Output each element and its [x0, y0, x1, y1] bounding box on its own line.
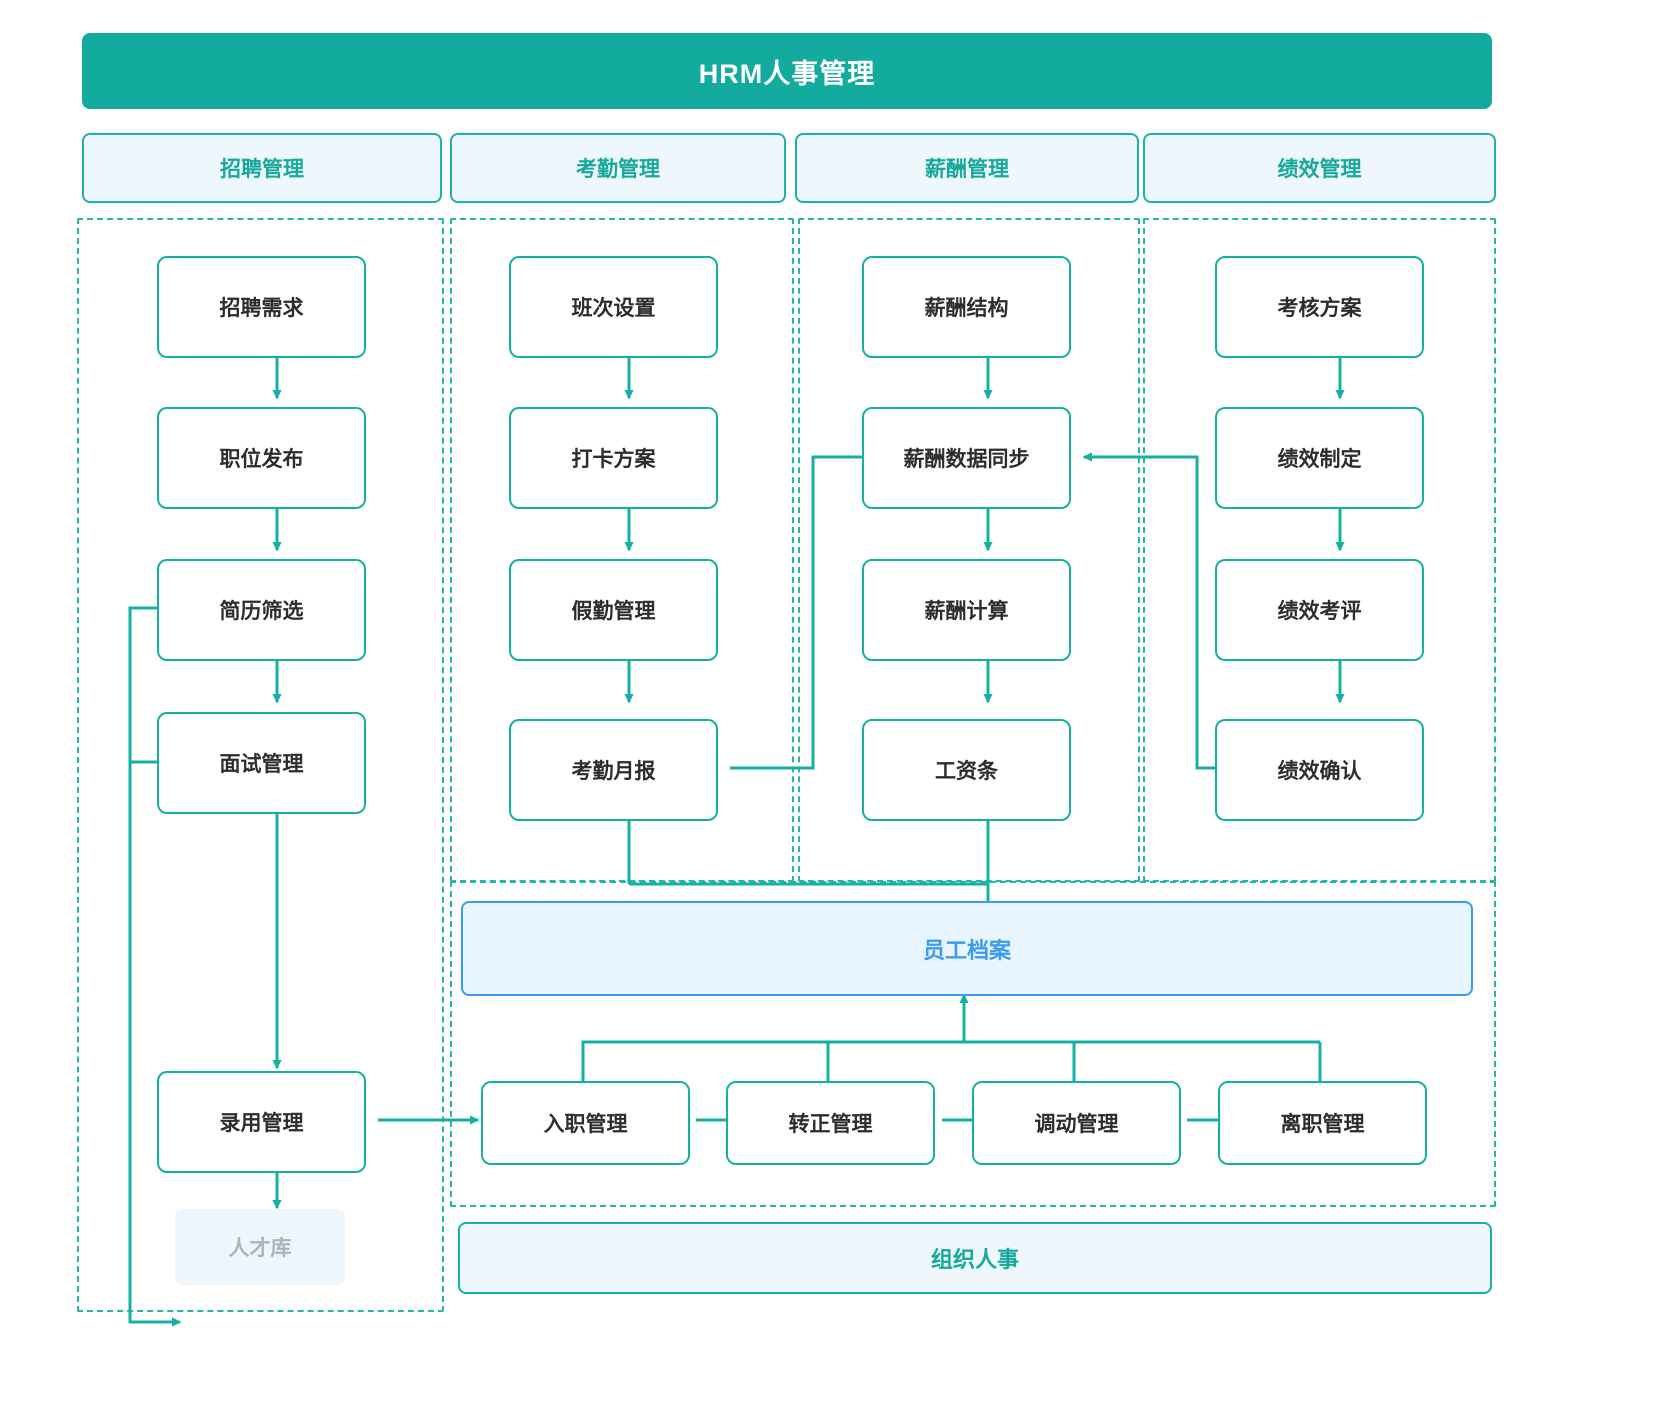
node-talent-pool-label: 人才库: [228, 1237, 292, 1260]
node-interview-management[interactable]: 面试管理: [157, 712, 366, 814]
node-shift-setup-label: 班次设置: [571, 297, 656, 320]
node-employee-file-label: 员工档案: [922, 937, 1011, 963]
node-regularization-management-label: 转正管理: [788, 1113, 873, 1136]
node-performance-confirmation[interactable]: 绩效确认: [1215, 719, 1424, 821]
node-transfer-management-label: 调动管理: [1034, 1113, 1119, 1136]
node-offer-management-label: 录用管理: [219, 1112, 304, 1135]
node-recruitment-demand-label: 招聘需求: [219, 297, 304, 320]
tab-payroll-label: 薪酬管理: [925, 158, 1009, 181]
node-salary-calculation[interactable]: 薪酬计算: [862, 559, 1071, 661]
tab-performance[interactable]: 绩效管理: [1143, 133, 1496, 203]
group-recruitment: [77, 218, 444, 1312]
group-employee-lifecycle: [450, 881, 1496, 1207]
tab-recruitment[interactable]: 招聘管理: [82, 133, 442, 203]
node-resignation-management[interactable]: 离职管理: [1218, 1081, 1427, 1165]
node-offer-management[interactable]: 录用管理: [157, 1071, 366, 1173]
tab-attendance[interactable]: 考勤管理: [450, 133, 786, 203]
node-assessment-plan-label: 考核方案: [1277, 297, 1362, 320]
node-salary-calculation-label: 薪酬计算: [924, 600, 1009, 623]
node-onboarding-management-label: 入职管理: [543, 1113, 628, 1136]
node-talent-pool[interactable]: 人才库: [175, 1209, 345, 1285]
node-recruitment-demand[interactable]: 招聘需求: [157, 256, 366, 358]
tab-performance-label: 绩效管理: [1277, 158, 1362, 181]
node-attendance-monthly-report[interactable]: 考勤月报: [509, 719, 718, 821]
node-salary-structure[interactable]: 薪酬结构: [862, 256, 1071, 358]
node-assessment-plan[interactable]: 考核方案: [1215, 256, 1424, 358]
node-shift-setup[interactable]: 班次设置: [509, 256, 718, 358]
node-regularization-management[interactable]: 转正管理: [726, 1081, 935, 1165]
node-onboarding-management[interactable]: 入职管理: [481, 1081, 690, 1165]
node-punch-plan-label: 打卡方案: [571, 448, 656, 471]
node-performance-planning-label: 绩效制定: [1277, 448, 1362, 471]
node-leave-management-label: 假勤管理: [571, 600, 656, 623]
node-salary-structure-label: 薪酬结构: [924, 297, 1009, 320]
page-title-label: HRM人事管理: [698, 58, 876, 89]
tab-payroll[interactable]: 薪酬管理: [795, 133, 1139, 203]
node-resignation-management-label: 离职管理: [1280, 1113, 1365, 1136]
node-payslip-label: 工资条: [935, 760, 998, 783]
node-leave-management[interactable]: 假勤管理: [509, 559, 718, 661]
node-transfer-management[interactable]: 调动管理: [972, 1081, 1181, 1165]
node-attendance-monthly-report-label: 考勤月报: [571, 760, 656, 783]
tab-attendance-label: 考勤管理: [576, 158, 660, 181]
node-payslip[interactable]: 工资条: [862, 719, 1071, 821]
node-performance-review[interactable]: 绩效考评: [1215, 559, 1424, 661]
node-punch-plan[interactable]: 打卡方案: [509, 407, 718, 509]
node-salary-data-sync[interactable]: 薪酬数据同步: [862, 407, 1071, 509]
node-job-posting-label: 职位发布: [219, 448, 304, 471]
node-employee-file[interactable]: 员工档案: [461, 901, 1473, 996]
node-job-posting[interactable]: 职位发布: [157, 407, 366, 509]
node-resume-screening-label: 简历筛选: [219, 600, 304, 623]
node-org-personnel-label: 组织人事: [930, 1247, 1019, 1272]
page-title: HRM人事管理: [82, 33, 1492, 109]
tab-recruitment-label: 招聘管理: [220, 158, 304, 181]
node-interview-management-label: 面试管理: [219, 753, 304, 776]
node-performance-review-label: 绩效考评: [1277, 600, 1362, 623]
node-org-personnel[interactable]: 组织人事: [458, 1222, 1492, 1294]
node-resume-screening[interactable]: 简历筛选: [157, 559, 366, 661]
node-performance-confirmation-label: 绩效确认: [1277, 760, 1362, 783]
node-performance-planning[interactable]: 绩效制定: [1215, 407, 1424, 509]
node-salary-data-sync-label: 薪酬数据同步: [903, 448, 1030, 471]
